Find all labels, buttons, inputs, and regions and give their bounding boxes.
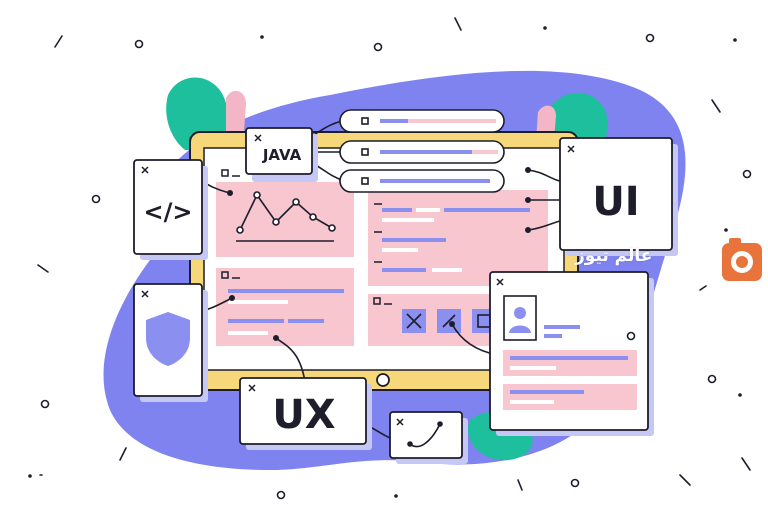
shield-icon: [146, 312, 190, 366]
shield-card: [133, 283, 208, 402]
toolbar-panel: [368, 294, 496, 346]
close-icon: [254, 134, 262, 142]
close-icon: [396, 418, 404, 426]
ui-card: UI: [559, 137, 678, 256]
ui-label: UI: [592, 179, 639, 225]
code-card: </>: [133, 159, 208, 260]
close-icon: [141, 290, 149, 298]
user-avatar-icon: [503, 295, 537, 341]
pink-blob-left: [226, 90, 246, 132]
watermark-text: عالم تيوز: [575, 246, 653, 266]
content-panel: [216, 268, 354, 346]
java-label: JAVA: [262, 146, 302, 164]
close-tool-icon: [402, 309, 426, 333]
close-icon: [141, 166, 149, 174]
profile-card: [489, 271, 654, 436]
close-icon: [567, 145, 575, 153]
camera-logo-icon: [722, 238, 762, 281]
ux-card: UX: [239, 377, 372, 450]
line-chart-icon: [236, 191, 336, 242]
code-icon: </>: [144, 198, 193, 226]
close-icon: [496, 278, 504, 286]
java-card: JAVA: [245, 127, 318, 182]
close-icon: [248, 384, 256, 392]
pill-bars: [339, 109, 505, 193]
list-panel: [368, 190, 548, 286]
slash-tool-icon: [437, 309, 461, 333]
background-decorations: [37, 17, 752, 500]
curve-card: [389, 411, 468, 464]
curve-icon: [409, 423, 441, 448]
chart-panel: [216, 169, 354, 257]
monitor-power-button: [376, 373, 390, 387]
ux-label: UX: [272, 392, 335, 438]
